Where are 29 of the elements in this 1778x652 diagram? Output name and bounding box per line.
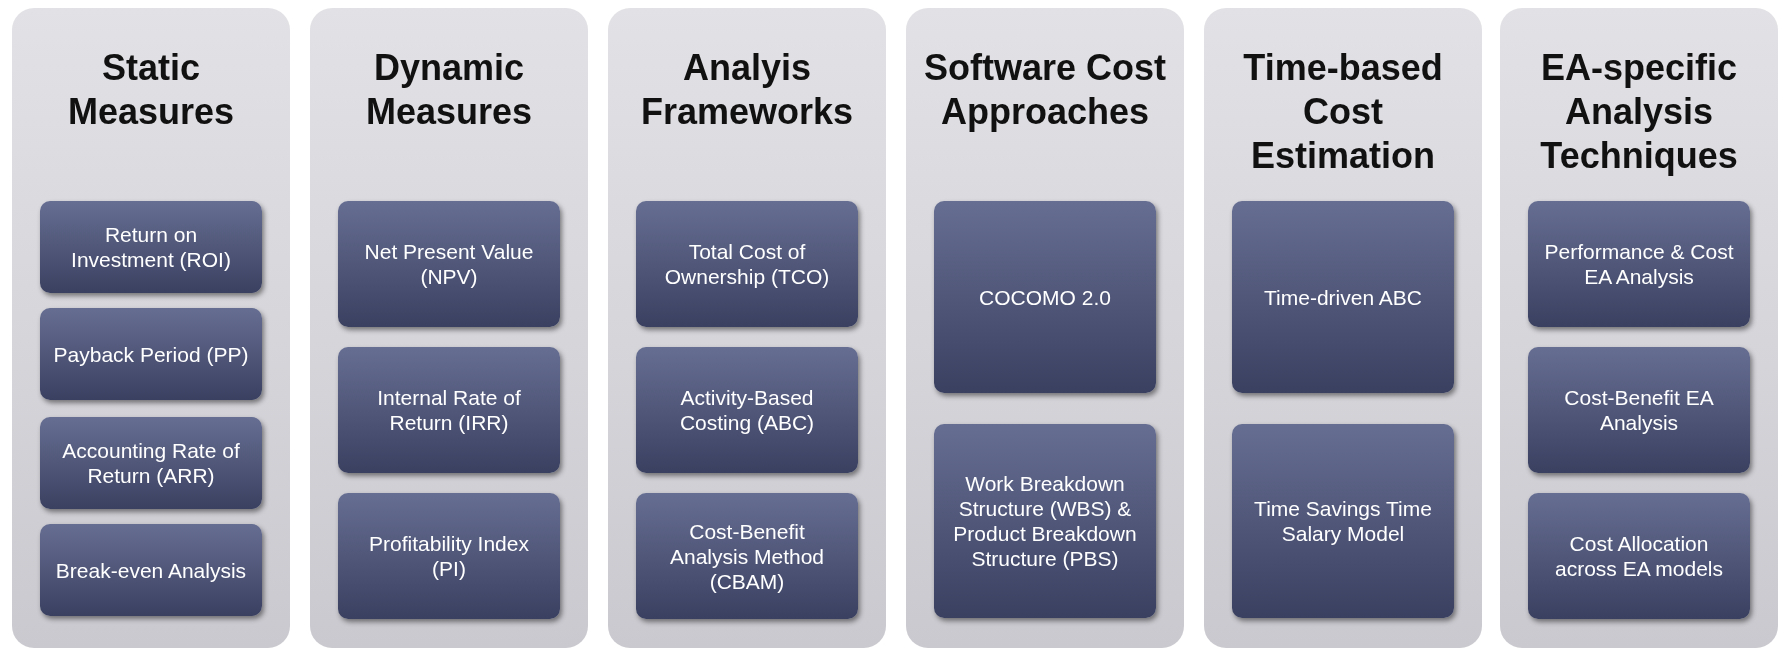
method-box: Total Cost of Ownership (TCO) (636, 201, 858, 327)
category-panel (906, 8, 1184, 648)
category-panel (310, 8, 588, 648)
category-panel (1204, 8, 1482, 648)
category-panel (1500, 8, 1778, 648)
method-box: Break-even Analysis (40, 524, 262, 616)
method-box: Accounting Rate of Return (ARR) (40, 417, 262, 509)
method-box: Payback Period (PP) (40, 308, 262, 400)
column-heading: Dynamic Measures (364, 46, 534, 134)
method-box: Activity-Based Costing (ABC) (636, 347, 858, 473)
method-box: Profitability Index (PI) (338, 493, 560, 619)
method-box: Cost-Benefit EA Analysis (1528, 347, 1750, 473)
method-box: Net Present Value (NPV) (338, 201, 560, 327)
method-box: Internal Rate of Return (IRR) (338, 347, 560, 473)
method-box: Cost Allocation across EA models (1528, 493, 1750, 619)
column-heading: Time-based Cost Estimation (1242, 46, 1444, 178)
method-box: Time-driven ABC (1232, 201, 1454, 393)
method-box: COCOMO 2.0 (934, 201, 1156, 393)
column-heading: Static Measures (66, 46, 236, 134)
method-box: Time Savings Time Salary Model (1232, 424, 1454, 618)
column-heading: Analyis Frameworks (639, 46, 855, 134)
category-panel (608, 8, 886, 648)
method-box: Cost-Benefit Analysis Method (CBAM) (636, 493, 858, 619)
method-box: Work Breakdown Structure (WBS) & Product Breakdown Structure (PBS) (934, 424, 1156, 618)
column-heading: EA-specific Analysis Techniques (1539, 46, 1739, 178)
column-heading: Software Cost Approaches (922, 46, 1167, 134)
method-box: Return on Investment (ROI) (40, 201, 262, 293)
category-panel (12, 8, 290, 648)
method-box: Performance & Cost EA Analysis (1528, 201, 1750, 327)
